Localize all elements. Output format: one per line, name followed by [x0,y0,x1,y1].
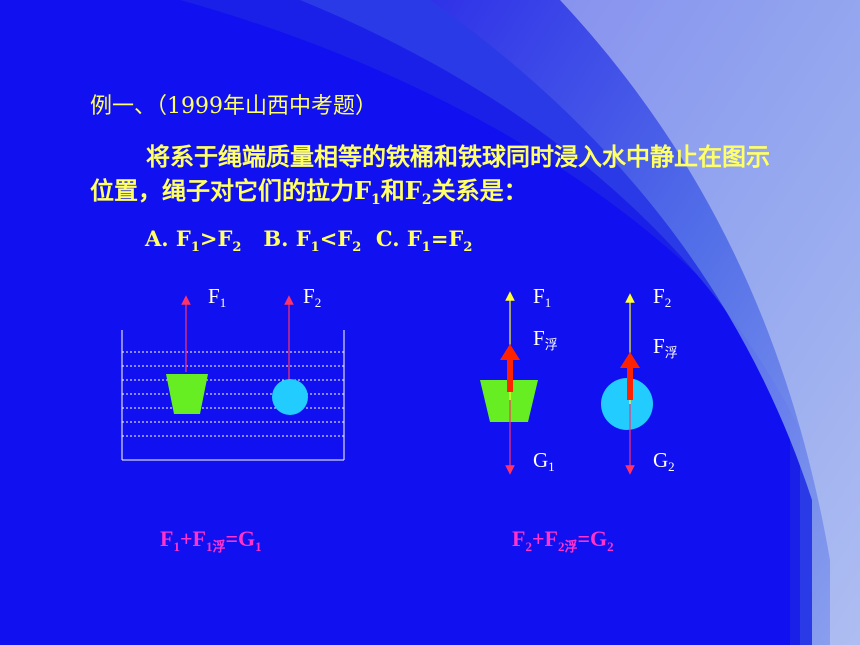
option-c[interactable]: C. F1=F2 [375,226,473,255]
left-label-f2: F2 [303,284,322,310]
water-lines [122,351,344,437]
right-label-f1: F1 [533,284,552,310]
right-label-fbuoy1: F浮 [533,326,558,352]
right-bucket-buoyancy-head [500,344,520,360]
right-bucket-buoyancy-shaft [507,358,513,392]
water-container [121,330,345,461]
right-bucket [480,380,538,422]
right-label-f2: F2 [653,284,672,310]
right-label-g1: G1 [533,448,555,474]
right-ball [601,378,653,430]
right-ball-buoyancy-shaft [627,366,633,400]
equation-2: F2+F2浮=G2 [512,526,614,554]
left-label-f1: F1 [208,284,227,310]
problem-statement: 将系于绳端质量相等的铁桶和铁球同时浸入水中静止在图示位置，绳子对它们的拉力F1和… [90,142,770,208]
equation-1: F1+F1浮=G1 [160,526,262,554]
left-ball [272,379,308,415]
right-ball-buoyancy-head [620,352,640,368]
answer-options: A. F1>F2 B. F1<F2 C. F1=F2 [145,226,472,255]
option-a[interactable]: A. F1>F2 [145,226,242,255]
right-label-g2: G2 [653,448,675,474]
left-bucket [166,374,208,414]
option-b[interactable]: B. F1<F2 [263,226,362,255]
right-label-fbuoy2: F浮 [653,334,678,360]
problem-heading: 例一、（1999年山西中考题） [90,94,377,119]
